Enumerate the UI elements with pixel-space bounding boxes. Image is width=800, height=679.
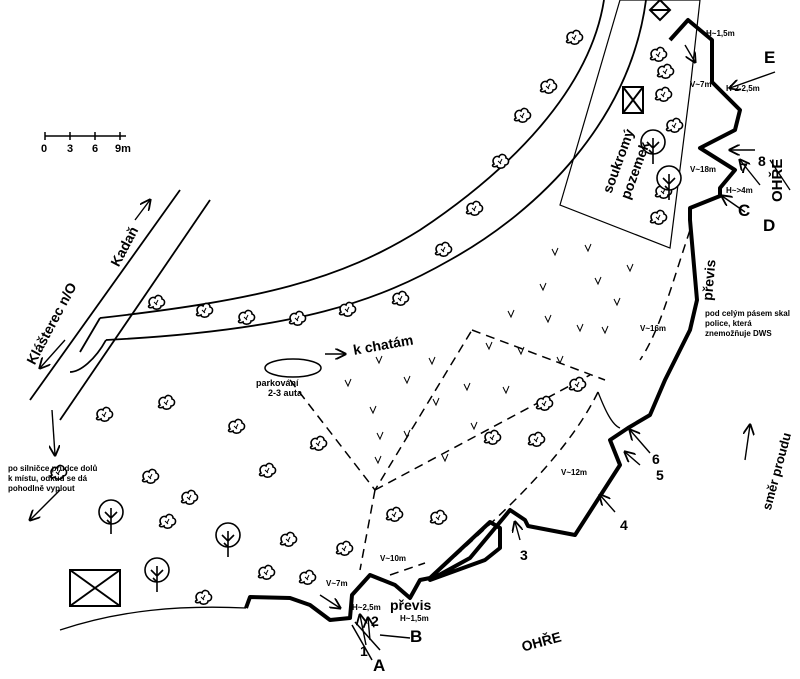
route-number: 1: [360, 643, 368, 659]
parking-label: 2-3 auta: [268, 388, 303, 398]
overhang-label: převis: [390, 597, 432, 613]
dashed-paths: [289, 229, 691, 581]
route-number: 5: [656, 467, 664, 483]
scale-label: 6: [92, 143, 99, 155]
route-number: 4: [620, 517, 628, 533]
scale-label: 0: [41, 143, 48, 155]
overhang-label: převis: [699, 258, 719, 302]
measurement: H~2,5m: [352, 603, 381, 612]
access-letter: D: [763, 216, 776, 235]
road: [29, 0, 647, 421]
cliff-edge: [244, 18, 742, 622]
scale-label: 3: [67, 143, 74, 155]
measurement: V~18m: [690, 165, 717, 174]
route-number: 2: [371, 613, 379, 629]
grass: [344, 243, 634, 464]
measurement: V~16m: [640, 324, 667, 333]
route-number: 3: [520, 547, 528, 563]
measurement: H-2-2,5m: [726, 84, 760, 93]
access-letter: A: [373, 656, 386, 675]
measurement: V~7m: [326, 579, 348, 588]
route-number: 6: [652, 451, 660, 467]
buildings: [69, 0, 672, 607]
scale-bar: [44, 132, 126, 140]
road-note: pohodlně vyplout: [8, 484, 75, 493]
measurement: V~12m: [561, 468, 588, 477]
parking-label: parkování: [256, 378, 299, 388]
overhang-note: pod celým pásem skal: [705, 309, 790, 318]
route-number: 8: [758, 153, 766, 169]
private-plot-boundary: [559, 0, 701, 249]
overhang-note: znemožňuje DWS: [705, 329, 772, 338]
trees: [98, 129, 682, 593]
measurement: H~>4m: [726, 186, 753, 195]
parking-area: [264, 358, 322, 378]
access-letter: B: [410, 627, 423, 646]
road-note: k místu, odkud se dá: [8, 474, 88, 483]
overhang-note: police, která: [705, 319, 752, 328]
route-number: 7: [740, 160, 748, 176]
measurement: V~10m: [380, 554, 407, 563]
river-label: OHŘE: [769, 158, 786, 202]
measurement: H~1,5m: [400, 614, 429, 623]
access-letter: E: [764, 48, 776, 67]
scale-label: 9m: [115, 143, 131, 155]
river-bank: [59, 606, 247, 631]
arrows: [30, 44, 776, 646]
road-note: po silničce prudce dolů: [8, 464, 98, 473]
access-letter: C: [738, 201, 751, 220]
measurement: V~7m: [690, 80, 712, 89]
measurement: H~1,5m: [706, 29, 735, 38]
